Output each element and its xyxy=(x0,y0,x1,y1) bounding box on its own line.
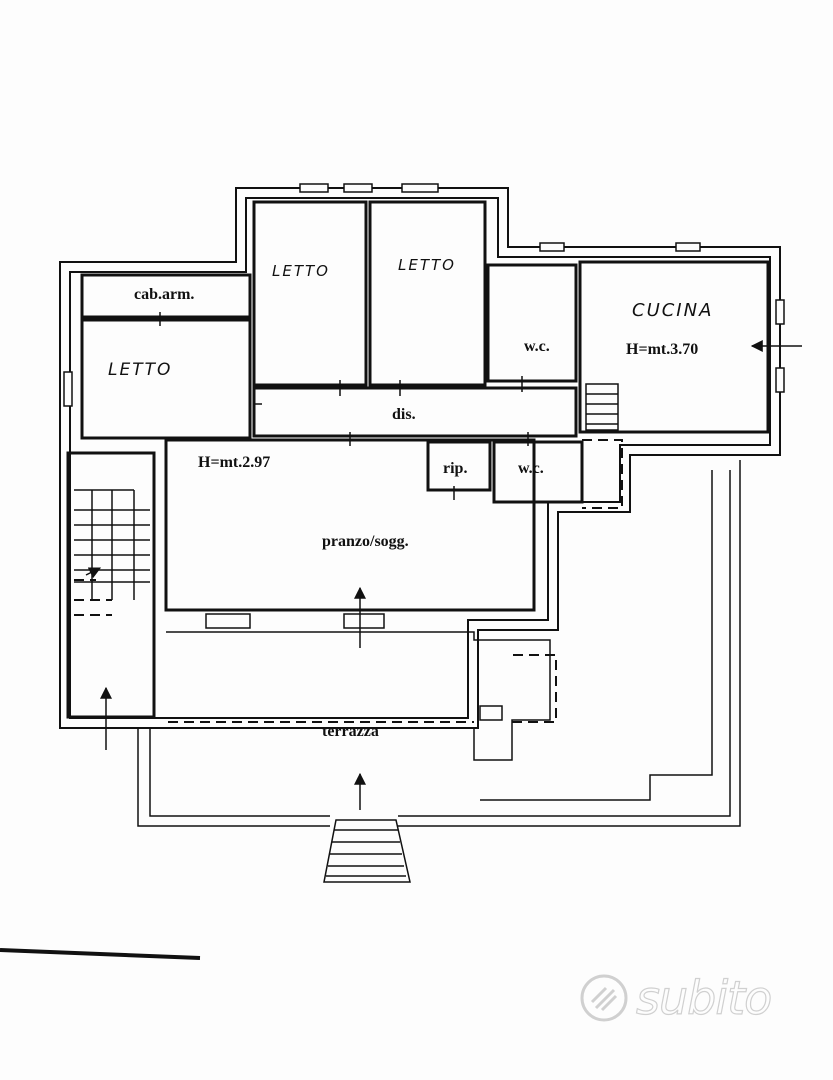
label-dis: dis. xyxy=(392,406,416,423)
letto-mid2-room xyxy=(368,200,487,387)
label-pranzo: pranzo/sogg. xyxy=(322,533,409,550)
wc-bottom-room xyxy=(492,440,584,504)
label-cucina-height: H=mt.3.70 xyxy=(626,341,699,358)
inner-wall xyxy=(69,197,771,719)
entrance-stairs xyxy=(323,819,411,883)
dis-corridor xyxy=(252,386,578,438)
label-wc-bottom: w.c. xyxy=(518,460,544,477)
stairwell xyxy=(66,451,156,719)
stair-treads xyxy=(74,489,150,600)
rip-room xyxy=(426,440,492,492)
subito-logo-icon xyxy=(580,974,628,1022)
watermark-text: subito xyxy=(635,970,772,1025)
label-wc-top: w.c. xyxy=(524,338,550,355)
cab-arm-room xyxy=(80,273,252,319)
label-soggiorno-height: H=mt.2.97 xyxy=(198,454,271,471)
scan-edge xyxy=(0,948,201,960)
terrace-boundary xyxy=(137,460,741,827)
terrace-outline xyxy=(166,631,551,761)
watermark: subito xyxy=(578,968,818,1028)
cucina-room xyxy=(578,260,770,434)
label-letto-left: LETTO xyxy=(108,360,173,380)
label-rip: rip. xyxy=(443,460,468,477)
arrow-stair-up xyxy=(85,567,102,579)
label-cucina: CUCINA xyxy=(632,300,714,321)
label-letto-mid2: LETTO xyxy=(398,256,456,274)
letto-left-room xyxy=(80,318,252,440)
wc-top-room xyxy=(486,263,578,383)
label-cab-arm: cab.arm. xyxy=(134,286,195,303)
wc-dashed-outline xyxy=(582,439,623,509)
label-letto-mid1: LETTO xyxy=(272,262,330,280)
label-terrazza: terrazza xyxy=(322,723,379,740)
letto-mid1-room xyxy=(252,200,368,387)
kitchen-stair xyxy=(585,383,619,431)
